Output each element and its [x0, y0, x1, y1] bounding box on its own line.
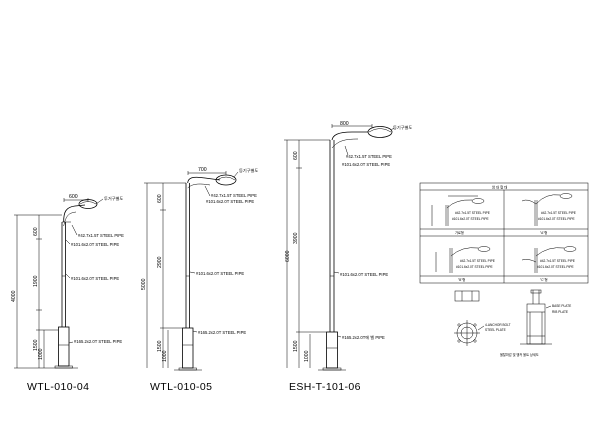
- drawing-title: ESH-T-101-06: [289, 381, 361, 393]
- arm-dim-label: 800: [340, 121, 349, 127]
- arm-type-cell-2: #42.7x1.5T STEEL PIPE #101.6x2.0T STEEL …: [521, 193, 576, 235]
- callout-luminaire: 투거구별도: [104, 195, 123, 202]
- label-rib-plate: RIB PLATE: [552, 310, 568, 314]
- dim-upper-label: 600: [293, 151, 299, 160]
- pole-drawing-wtl-010-05: 700 5000 600 2900 1500 1000 등기구별도 #42.7x…: [141, 167, 258, 393]
- callouts: 등기구별도 #42.7x1.5T STEEL PIPE #101.6x2.0T …: [333, 124, 412, 341]
- cell-callout-arm: #42.7x1.5T STEEL PIPE: [460, 259, 495, 263]
- cell-callout-arm: #42.7x1.5T STEEL PIPE: [541, 211, 576, 215]
- arm-dimension: 600: [63, 194, 89, 202]
- dim-base-label: 1000: [162, 350, 168, 362]
- callout-luminaire: 등기구별도: [393, 124, 412, 131]
- pole-shaft: [174, 183, 202, 371]
- callouts: 투거구별도 #42.7x1.5T STEEL PIPE #101.6x2.0T …: [65, 195, 124, 344]
- luminaire-arm: [331, 126, 393, 149]
- panel-header: 암 대 형 태: [492, 185, 507, 190]
- cell-caption: "A"형: [540, 230, 547, 235]
- cell-callout-arm: #42.7x1.5T STEEL PIPE: [455, 211, 490, 215]
- dim-middle-label: 3900: [293, 232, 299, 244]
- callout-top-pipe: #101.6x2.0T STEEL PIPE: [342, 162, 390, 167]
- height-dimensions: 6000 600 3900 1500 1000: [284, 139, 330, 368]
- dim-middle-label: 1900: [33, 275, 39, 287]
- base-plate-section: BASE PLATE RIB PLATE: [520, 289, 571, 345]
- dim-total-label: 4000: [11, 290, 17, 302]
- callout-base-pipe: #165.2x2.0T에 벨 PIPE: [342, 334, 385, 341]
- drawing-title: WTL-010-05: [150, 381, 212, 393]
- pole-drawing-wtl-010-04: 600 4000 600 1900 1500 1000 투거구별도 #42.7x…: [11, 194, 124, 393]
- cell-caption: "B"형: [458, 277, 465, 282]
- cell-caption: 가로형: [455, 230, 464, 235]
- label-base-plate: BASE PLATE: [552, 304, 571, 308]
- arm-dimension: 800: [331, 121, 373, 128]
- arm-type-cell-3: #42.7x1.5T STEEL PIPE #101.6x2.0T STEEL …: [435, 246, 495, 282]
- cell-callout-pole: #101.6x2.0T STEEL PIPE: [456, 265, 493, 269]
- cell-callout-arm: #42.7x1.5T STEEL PIPE: [540, 259, 575, 263]
- arm-dimension: 700: [187, 167, 227, 175]
- dim-total-label: 5000: [141, 278, 147, 290]
- arm-type-cell-1: #42.7x1.5T STEEL PIPE #101.6x2.0T STEEL …: [431, 195, 490, 235]
- callout-arm-pipe: #42.7x1.5T STEEL PIPE: [211, 193, 257, 198]
- arm-detail-panel: 암 대 형 태 #42.7x1.5T STEEL PIPE #101.6x2.0…: [419, 182, 589, 357]
- callout-top-pipe: #101.6x2.0T STEEL PIPE: [71, 242, 119, 247]
- height-dimensions: 4000 600 1900 1500 1000: [11, 214, 62, 369]
- callout-mid-pipe: #101.6x2.0T STEEL PIPE: [340, 272, 388, 277]
- pole-shaft: [318, 140, 346, 371]
- dim-middle-label: 2900: [157, 256, 163, 268]
- arm-dim-label: 700: [198, 167, 207, 173]
- drawing-title: WTL-010-04: [27, 381, 89, 393]
- dim-upper-label: 600: [157, 194, 163, 203]
- label-steel-plate: STEEL PLATE: [485, 328, 506, 332]
- dim-lower-label: 1500: [33, 339, 39, 351]
- base-detail-caption: 몰탈마감 및 앵커 볼트 상세도: [500, 352, 539, 357]
- base-plate-plan: 4-ANCHOR BOLT STEEL PLATE: [454, 290, 511, 346]
- cell-callout-pole: #101.6x2.0T STEEL PIPE: [538, 217, 575, 221]
- callout-base-pipe: #165.2x2.0T STEEL PIPE: [74, 339, 122, 344]
- callout-top-pipe: #101.6x2.0T STEEL PIPE: [206, 199, 254, 204]
- callout-mid-pipe: #101.6x2.0T STEEL PIPE: [196, 271, 244, 276]
- arm-type-cell-4: #42.7x1.5T STEEL PIPE #101.6x2.0T STEEL …: [521, 246, 577, 282]
- luminaire-arm: [62, 199, 98, 227]
- luminaire-arm: [187, 174, 237, 189]
- cell-callout-pole: #101.6x2.0T STEEL PIPE: [452, 217, 489, 221]
- callout-mid-pipe: #101.6x2.0T STEEL PIPE: [71, 276, 119, 281]
- callout-base-pipe: #165.2x2.0T STEEL PIPE: [198, 330, 246, 335]
- callouts: 등기구별도 #42.7x1.5T STEEL PIPE #101.6x2.0T …: [189, 167, 258, 335]
- dim-upper-label: 600: [33, 227, 39, 236]
- callout-arm-pipe: #42.7x1.5T STEEL PIPE: [78, 233, 124, 238]
- dim-base-label: 1000: [304, 350, 310, 362]
- callout-luminaire: 등기구별도: [239, 167, 258, 174]
- pole-shaft: [50, 222, 78, 369]
- pole-drawing-esh-t-101-06: 800 6000 600 3900 1500 1000 등기구별도 #42.7x…: [284, 121, 412, 393]
- height-dimensions: 5000 600 2900 1500 1000: [141, 182, 186, 368]
- callout-arm-pipe: #42.7x1.5T STEEL PIPE: [346, 154, 392, 159]
- cell-caption: "C"형: [540, 277, 548, 282]
- cell-callout-pole: #101.6x2.0T STEEL PIPE: [537, 265, 574, 269]
- dim-lower-label: 1500: [157, 340, 163, 352]
- arm-dim-label: 600: [69, 194, 78, 200]
- dim-base-label: 1000: [38, 348, 44, 360]
- label-anchor-bolt: 4-ANCHOR BOLT: [485, 323, 511, 327]
- dim-total-label: 6000: [285, 250, 291, 262]
- dim-lower-label: 1500: [293, 340, 299, 352]
